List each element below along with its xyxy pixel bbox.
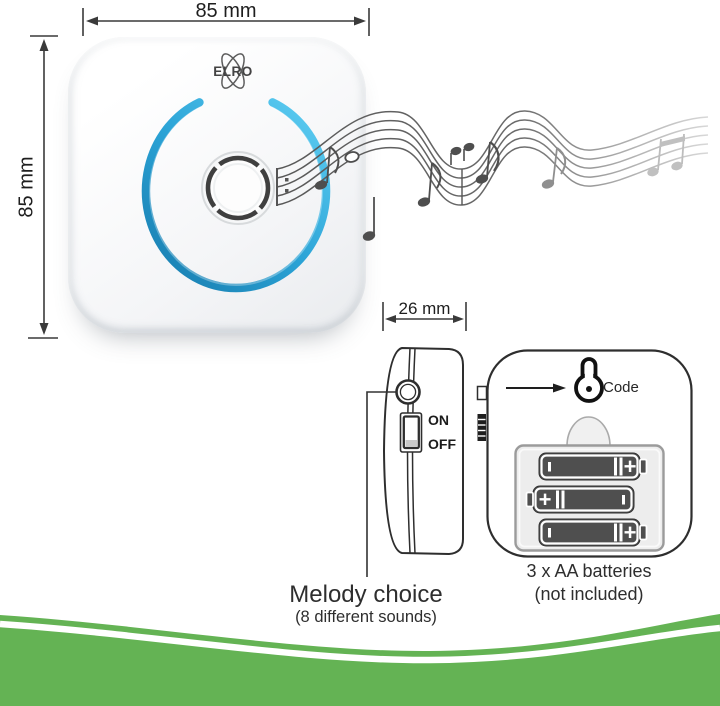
switch-off-label: OFF <box>428 436 456 452</box>
code-pointer-arrow <box>506 383 566 393</box>
melody-button <box>395 379 421 405</box>
width-dimension-label: 85 mm <box>195 0 257 22</box>
melody-choice-title: Melody choice <box>289 581 443 608</box>
batteries-caption-line2: (not included) <box>534 584 644 604</box>
green-wave-footer <box>0 614 720 706</box>
on-off-switch <box>399 412 423 453</box>
code-label: Code <box>603 379 639 396</box>
battery-plus-mark: + <box>624 520 637 545</box>
music-notes <box>314 133 685 241</box>
shell-seam-line <box>406 347 411 554</box>
battery: + <box>538 452 648 481</box>
brand-atom-icon <box>221 53 245 89</box>
melody-choice-subtitle: (8 different sounds) <box>295 608 437 626</box>
chime-front-graphics <box>141 53 331 293</box>
keyhole-icon <box>574 357 604 403</box>
shell-seam-line <box>411 348 416 554</box>
height-dimension-label: 85 mm <box>15 156 38 218</box>
battery-plus-mark: + <box>624 454 637 479</box>
side-button-edge <box>476 385 488 401</box>
battery-plus-mark: + <box>539 487 552 512</box>
chime-back-view: + + <box>476 349 693 558</box>
battery-compartment: + + <box>514 416 665 552</box>
battery: + <box>525 485 635 514</box>
faded-beamed-notes <box>647 133 685 177</box>
chime-front-view: ELRO <box>68 37 366 333</box>
white-wave-stripe <box>0 620 720 664</box>
batteries-caption-line1: 3 x AA batteries <box>526 561 652 581</box>
chime-center-button <box>201 151 275 225</box>
brand-logo-text: ELRO <box>213 64 253 79</box>
side-switch-edge <box>477 414 486 441</box>
melody-button-inner <box>399 383 417 401</box>
battery: + <box>538 518 648 547</box>
melody-leader-line <box>366 391 397 577</box>
switch-on-label: ON <box>428 412 449 428</box>
depth-dimension-label: 26 mm <box>398 299 451 318</box>
